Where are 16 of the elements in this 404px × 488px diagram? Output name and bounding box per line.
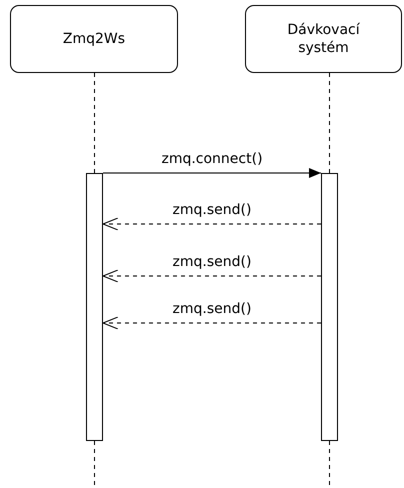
edge-label: zmq.connect() — [160, 150, 264, 168]
participant-box — [245, 5, 402, 73]
message-arrow — [102, 316, 322, 330]
edge-label: zmq.send() — [172, 201, 252, 219]
lifeline — [329, 72, 330, 174]
participant-name: Zmq2Ws — [62, 30, 126, 48]
message-arrow — [102, 168, 322, 178]
activation-bar — [86, 173, 103, 441]
message-arrow — [102, 218, 322, 230]
lifeline — [94, 72, 95, 174]
edge-label: zmq.send() — [172, 300, 252, 318]
participant-box — [10, 5, 178, 73]
edge-label: zmq.send() — [172, 253, 252, 271]
activation-bar — [321, 173, 338, 441]
participant-name: Dávkovací systém — [286, 21, 361, 57]
message-arrow — [102, 270, 322, 282]
